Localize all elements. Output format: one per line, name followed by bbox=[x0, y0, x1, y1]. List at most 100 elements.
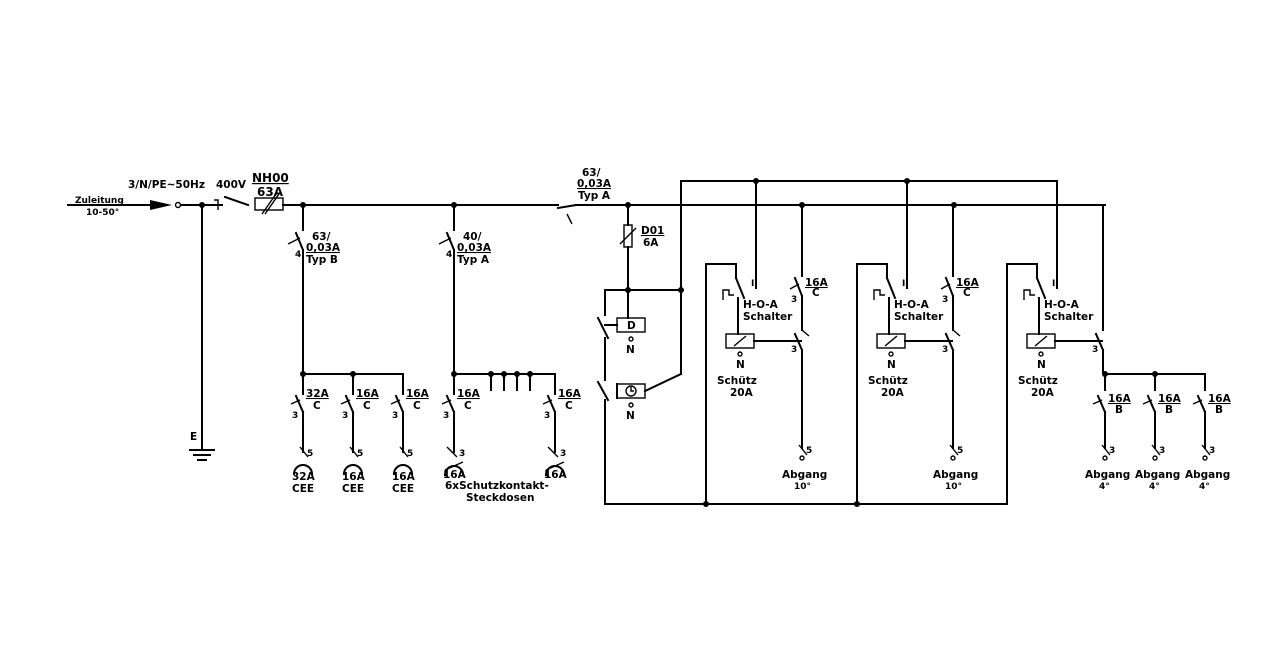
rcd-sockets-branch: 4 40/ 0,03A Typ A 6xSchutzkontakt- Steck… bbox=[438, 202, 556, 504]
cee-breaker-rating: 16A bbox=[356, 388, 380, 400]
b-outlet-cable: 4° bbox=[1149, 482, 1160, 492]
earth-label: E bbox=[190, 431, 197, 443]
terminal-icon bbox=[174, 201, 182, 209]
socket-rating: 16A bbox=[443, 469, 467, 481]
rcd-b-sensitivity: 0,03A bbox=[306, 242, 341, 254]
cee-breaker-poles: 3 bbox=[392, 411, 398, 421]
socket-breaker-curve: C bbox=[565, 400, 573, 412]
group-breaker-curve: C bbox=[812, 287, 820, 299]
supply-cable: 10-50° bbox=[86, 208, 119, 218]
contactor-neutral: N bbox=[736, 359, 745, 371]
cee-breaker-poles: 3 bbox=[292, 411, 298, 421]
relay-d-label: D bbox=[627, 320, 636, 332]
outlet-terminal-icon bbox=[799, 455, 805, 461]
socket-breaker-contact bbox=[546, 394, 557, 414]
cee-breaker-curve: C bbox=[413, 400, 421, 412]
hoa-pole-mark: I bbox=[751, 279, 754, 289]
b-outlet-pins: 3 bbox=[1209, 446, 1215, 456]
b-breaker-curve: B bbox=[1115, 404, 1123, 416]
fuse-switch-blade bbox=[223, 195, 250, 207]
hoa-label-1: H-O-A bbox=[1044, 299, 1080, 311]
cee-breaker-poles: 3 bbox=[342, 411, 348, 421]
hoa-label-2: Schalter bbox=[1044, 311, 1094, 323]
rcd-sockets-contact bbox=[445, 231, 456, 252]
rcd-b-contact bbox=[294, 231, 305, 252]
outlet-terminal-icon bbox=[1202, 455, 1208, 461]
cee-socket-kind: CEE bbox=[342, 483, 364, 495]
hoa-handle-icon bbox=[722, 289, 734, 300]
hoa-contact bbox=[1035, 276, 1047, 300]
group-outlet-pins: 5 bbox=[806, 446, 812, 456]
b-breaker-rating: 16A bbox=[1108, 393, 1132, 405]
b-outlet-pins: 3 bbox=[1109, 446, 1115, 456]
b-breaker-rating: 16A bbox=[1208, 393, 1232, 405]
group-breaker-contact bbox=[944, 276, 955, 298]
b-breaker-contact bbox=[1096, 394, 1107, 414]
socket-breaker-rating: 16A bbox=[558, 388, 582, 400]
b-outlet-pins: 3 bbox=[1159, 446, 1165, 456]
b-outlet-label: Abgang bbox=[1085, 469, 1130, 481]
contactor-main-contact bbox=[793, 332, 804, 352]
socket-group-label-2: Steckdosen bbox=[466, 492, 535, 504]
cee-outlet-socket-icon bbox=[342, 464, 364, 476]
hoa-contact bbox=[734, 276, 746, 300]
outlet-terminal-icon bbox=[950, 455, 956, 461]
contactor-label-2: 20A bbox=[1031, 387, 1055, 399]
svg-text:4: 4 bbox=[295, 250, 301, 260]
group-outlet-label: Abgang bbox=[782, 469, 827, 481]
contactor-main-contact bbox=[1094, 332, 1105, 352]
group-outlet-pins: 5 bbox=[957, 446, 963, 456]
hoa-pole-mark: I bbox=[1052, 279, 1055, 289]
d-fuse-type: D01 bbox=[641, 225, 664, 237]
socket-outlet-pins: 3 bbox=[459, 449, 465, 459]
pe-connector-icon bbox=[214, 199, 219, 210]
main-rcd-contact bbox=[556, 203, 578, 210]
group-breaker-rating: 16A bbox=[956, 277, 980, 289]
b-breaker-contact bbox=[1196, 394, 1207, 414]
contactor-label-1: Schütz bbox=[717, 375, 757, 387]
timer-neutral: N bbox=[626, 410, 635, 422]
group-outlet-cable: 10° bbox=[794, 482, 811, 492]
cee-outlet-pins: 5 bbox=[407, 449, 413, 459]
cee-breaker-curve: C bbox=[313, 400, 321, 412]
group-breaker-poles: 3 bbox=[791, 295, 797, 305]
cee-outlet-pins: 5 bbox=[357, 449, 363, 459]
supply-section: Zuleitung 10-50° 3/N/PE~50Hz 400V E NH00… bbox=[67, 171, 559, 461]
hoa-pole-mark: I bbox=[902, 279, 905, 289]
main-rcd-rating: 63/ bbox=[582, 167, 601, 179]
control-circuit: D01 6A D N N bbox=[596, 180, 1008, 507]
cee-breaker-rating: 32A bbox=[306, 388, 330, 400]
hoa-label-2: Schalter bbox=[743, 311, 793, 323]
rcd-sockets-rating: 40/ bbox=[463, 231, 482, 243]
cee-breaker-contact bbox=[394, 394, 405, 414]
feed-arrow-icon bbox=[150, 200, 172, 210]
group-breaker-curve: C bbox=[963, 287, 971, 299]
cee-breaker-contact bbox=[294, 394, 305, 414]
rcd-sockets-sensitivity: 0,03A bbox=[457, 242, 492, 254]
b-breaker-curve: B bbox=[1215, 404, 1223, 416]
contactor-neutral: N bbox=[1037, 359, 1046, 371]
outlet-terminal-icon bbox=[1152, 455, 1158, 461]
hoa-contact bbox=[885, 276, 897, 300]
hoa-label-1: H-O-A bbox=[743, 299, 779, 311]
socket-breaker-curve: C bbox=[464, 400, 472, 412]
cee-socket-kind: CEE bbox=[292, 483, 314, 495]
hoa-label-2: Schalter bbox=[894, 311, 944, 323]
hoa-handle-icon bbox=[1023, 289, 1035, 300]
main-rcd: 63/ 0,03A Typ A bbox=[556, 167, 1106, 225]
supply-voltage: 400V bbox=[216, 179, 247, 191]
b-outlet-cable: 4° bbox=[1099, 482, 1110, 492]
relay-d-icon bbox=[616, 317, 646, 333]
socket-breaker-poles: 3 bbox=[443, 411, 449, 421]
